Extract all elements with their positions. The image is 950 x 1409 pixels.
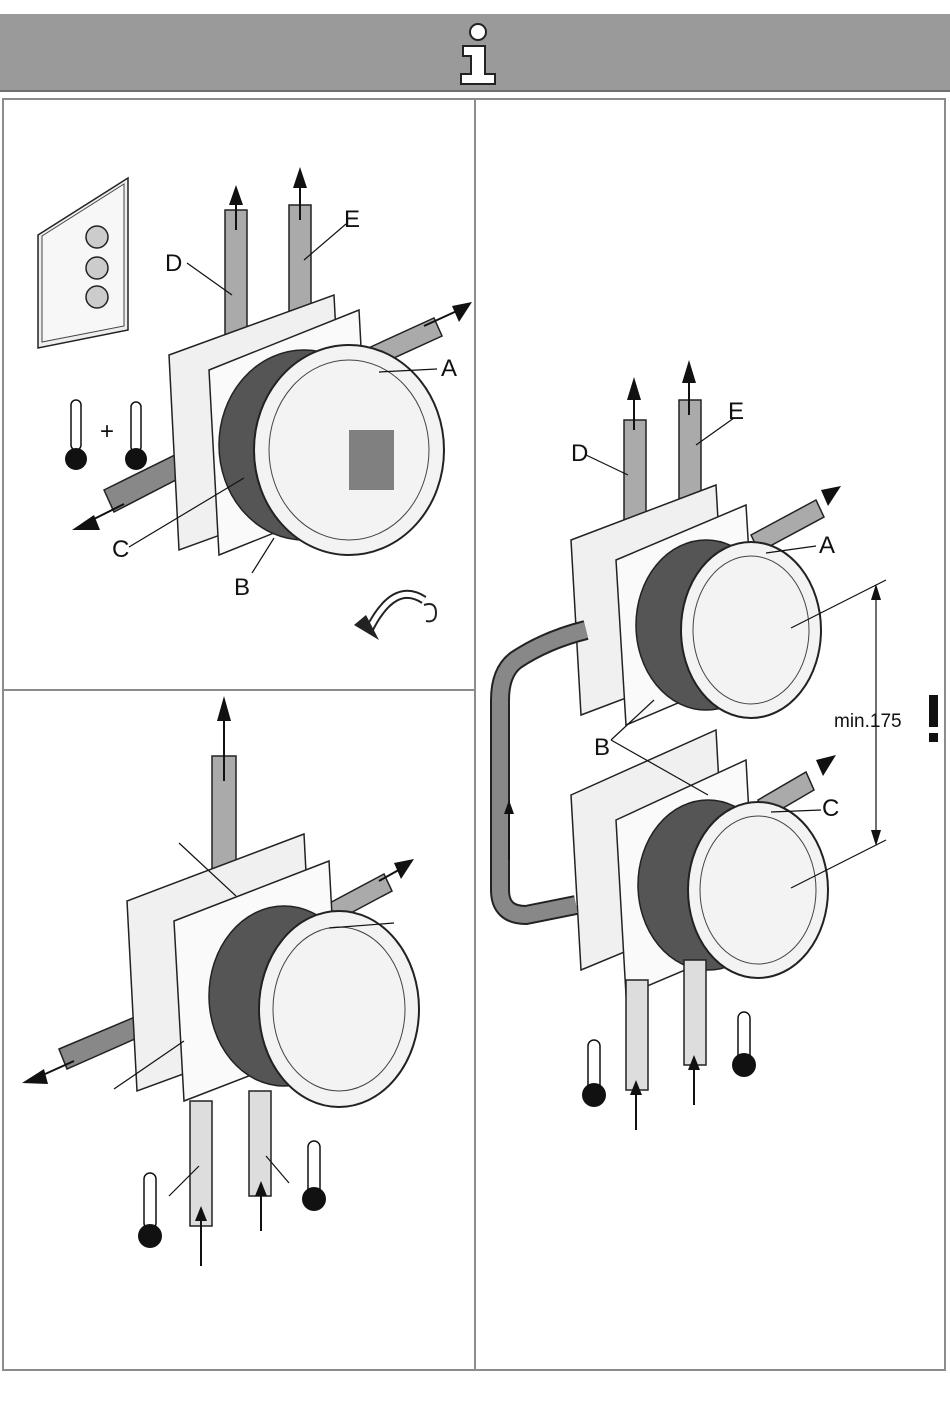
cold-thermometer-icon	[582, 1040, 606, 1107]
hot-thermometer-icon	[732, 1012, 756, 1077]
label-plus: +	[100, 420, 114, 444]
label-d: D	[571, 442, 588, 466]
hot-thermometer-icon	[125, 402, 147, 470]
label-d: D	[165, 252, 182, 276]
warning-icon	[929, 695, 938, 742]
installation-diagram-right	[476, 100, 944, 1369]
label-e: E	[728, 400, 744, 424]
label-e: E	[344, 208, 360, 232]
panel-top-left: D E A B C +	[4, 100, 474, 689]
panel-right: D E A B C min.175	[476, 100, 944, 1369]
cold-thermometer-icon	[65, 400, 87, 470]
label-b: B	[234, 576, 250, 600]
rotate-arrow-icon	[354, 594, 436, 640]
label-a: A	[819, 534, 835, 558]
wall-panel-three-knobs-icon	[38, 178, 128, 348]
cold-thermometer-icon	[138, 1173, 162, 1248]
dimension-label: min.175	[834, 712, 902, 731]
info-icon	[449, 22, 507, 88]
label-b: B	[594, 736, 610, 760]
label-a: A	[441, 357, 457, 381]
label-c: C	[822, 797, 839, 821]
installation-diagram-bottom-left	[4, 691, 474, 1369]
header-bar	[0, 14, 950, 92]
hot-thermometer-icon	[302, 1141, 326, 1211]
panel-bottom-left	[4, 691, 474, 1369]
outlet-pipe-e	[289, 167, 311, 325]
label-c: C	[112, 538, 129, 562]
